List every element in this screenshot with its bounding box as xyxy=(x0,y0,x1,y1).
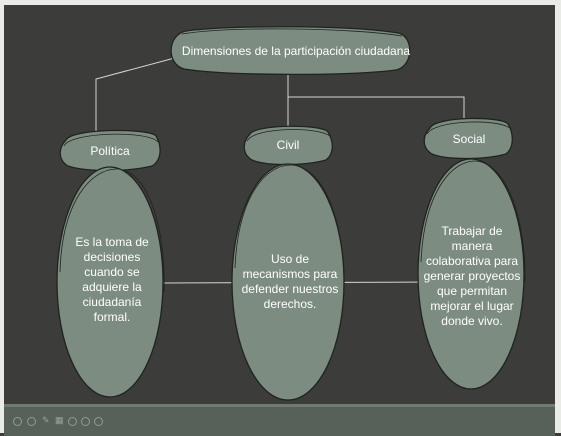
zoom-in-icon[interactable] xyxy=(68,417,77,426)
social-title-node xyxy=(423,117,513,160)
social-title: Social xyxy=(452,131,486,146)
social-description: Trabajar de manera colaborativa para gen… xyxy=(423,223,521,328)
root-node xyxy=(170,26,411,76)
connector-root-politica xyxy=(95,51,198,132)
politica-title-node xyxy=(59,129,161,172)
next-icon[interactable] xyxy=(27,417,36,426)
pen-icon[interactable]: ✎ xyxy=(42,415,50,425)
politica-body-node xyxy=(56,166,165,398)
politica-title: Política xyxy=(90,143,130,158)
root-label: Dimensiones de la participación ciudadan… xyxy=(181,43,411,58)
grid-icon[interactable]: ▦ xyxy=(55,415,64,425)
civil-description: Uso de mecanismos para defender nuestros… xyxy=(241,252,339,311)
connector-root-social xyxy=(288,96,465,118)
civil-body-node xyxy=(231,163,345,401)
frame-right xyxy=(555,0,561,433)
frame-top xyxy=(0,0,561,5)
civil-title-node xyxy=(243,125,333,166)
zoom-out-icon[interactable] xyxy=(81,417,90,426)
social-body-node xyxy=(417,158,526,390)
frame-left xyxy=(0,0,4,433)
civil-title: Civil xyxy=(276,137,300,152)
politica-description: Es la toma de decisiones cuando se adqui… xyxy=(75,235,148,324)
more-icon[interactable] xyxy=(94,417,103,426)
previous-icon[interactable] xyxy=(13,417,22,426)
